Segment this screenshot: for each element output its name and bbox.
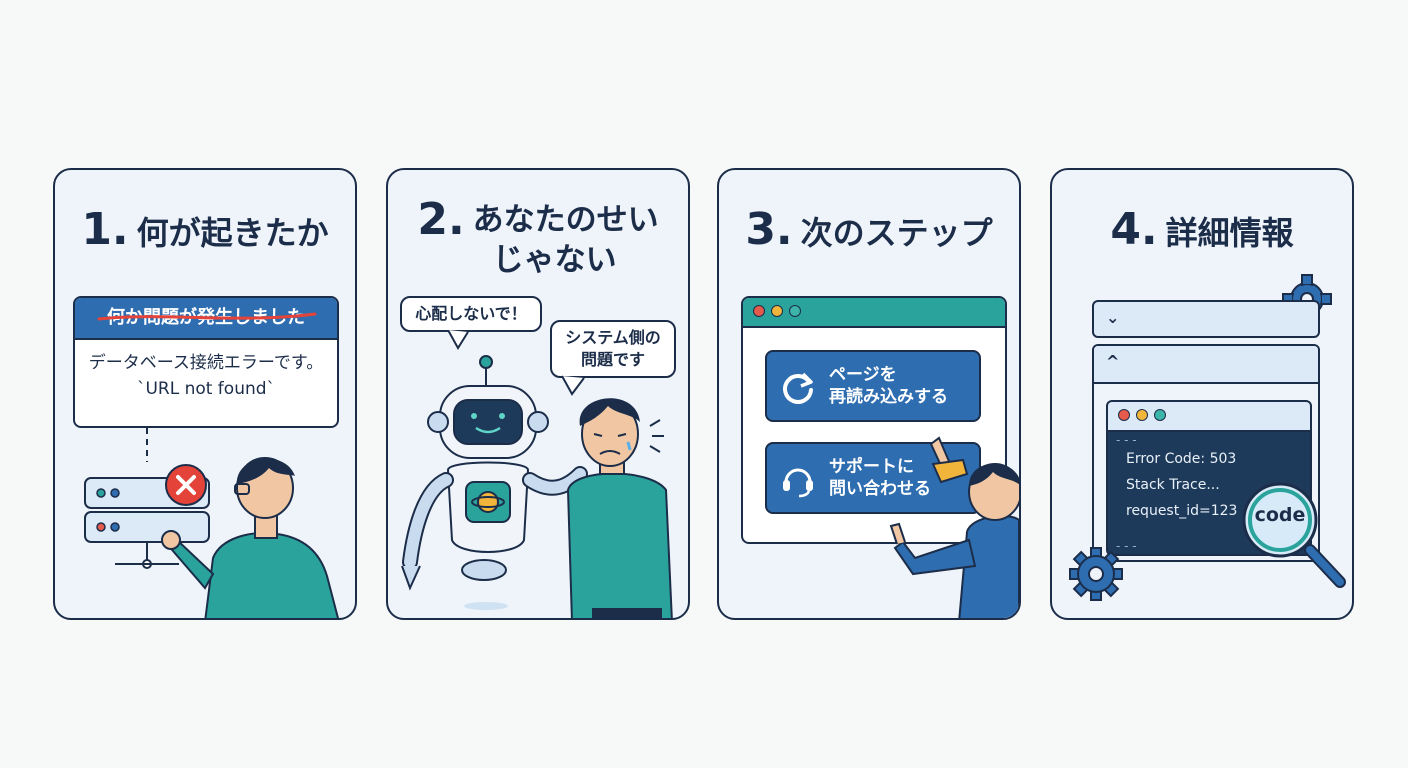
close-dot (753, 305, 765, 317)
error-dialog-header: 何か問題が発生しました (75, 298, 337, 340)
close-dot (1118, 409, 1130, 421)
stack-trace-line: Stack Trace... (1126, 477, 1220, 493)
reload-icon (783, 372, 813, 404)
browser-title-bar (743, 298, 1005, 328)
code-separator-bottom: - - - (1116, 539, 1137, 553)
error-message: データベース接続エラーです。 (88, 353, 324, 373)
panel-title: 3.次のステップ (745, 204, 993, 255)
error-detail: `URL not found` (136, 379, 276, 399)
speech-bubble-system: システム側の 問題です (550, 320, 676, 378)
magnifier-icon (1242, 482, 1346, 588)
headset-icon (783, 468, 813, 498)
browser-window: ページを 再読み込みする サポートに 問い合わせる (741, 296, 1007, 544)
chevron-up-icon: ^ (1106, 352, 1120, 371)
chevron-down-icon: ⌄ (1106, 308, 1120, 327)
speech-bubble-robot: 心配しないで！ (400, 296, 542, 332)
panel-not-your-fault: 2.あなたのせいじゃない 心配しないで！ システム側の 問題です (386, 168, 690, 620)
reload-page-button[interactable]: ページを 再読み込みする (765, 350, 981, 422)
gear-icon (1069, 547, 1123, 601)
robot-and-person-illustration (401, 330, 673, 618)
panel-title: 2.あなたのせいじゃない (417, 194, 659, 279)
pointing-person-illustration (889, 436, 1019, 618)
accordion-collapsed[interactable]: ⌄ (1092, 300, 1320, 338)
error-dialog: 何か問題が発生しました データベース接続エラーです。 `URL not foun… (73, 296, 339, 428)
maximize-dot (789, 305, 801, 317)
magnifier-label: code (1254, 504, 1306, 526)
minimize-dot (771, 305, 783, 317)
maximize-dot (1154, 409, 1166, 421)
request-id-line: request_id=123 (1126, 503, 1238, 519)
x-circle-icon (165, 464, 207, 506)
server-illustration (84, 428, 339, 618)
code-separator-top: - - - (1116, 433, 1137, 447)
panel-next-steps: 3.次のステップ ページを 再読み込みする サポ (717, 168, 1021, 620)
minimize-dot (1136, 409, 1148, 421)
panel-what-happened: 1.何が起きたか 何か問題が発生しました データベース接続エラーです。 `URL… (53, 168, 357, 620)
panel-title: 1.何が起きたか (81, 204, 329, 255)
error-code-line: Error Code: 503 (1126, 451, 1237, 467)
panel-title: 4.詳細情報 (1110, 204, 1294, 255)
panel-details: 4.詳細情報 ⌄ ^ - - - Error Code: 503 (1050, 168, 1354, 620)
